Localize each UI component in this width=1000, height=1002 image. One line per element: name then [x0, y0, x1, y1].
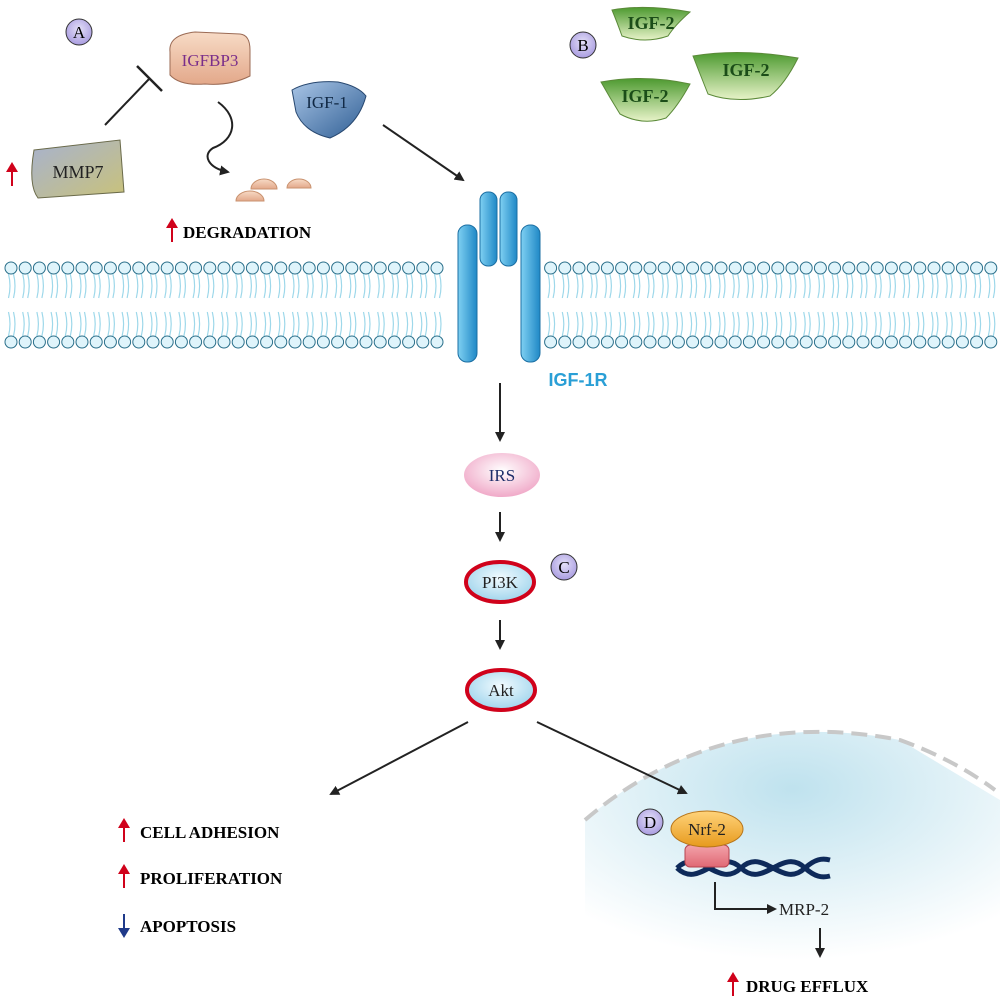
- igf2-label-2: IGF-2: [723, 60, 770, 80]
- degradation-arrow: [206, 101, 234, 176]
- up-arrow-mmp7: [6, 162, 18, 186]
- inhibition-line: [104, 77, 151, 126]
- panel-b-badge: B: [569, 31, 597, 59]
- igfbp3-protein: IGFBP3: [169, 31, 251, 85]
- svg-text:D: D: [644, 813, 656, 832]
- akt-to-cell-effects-arrow: [329, 721, 469, 795]
- igf2-ligand-1: IGF-2: [611, 6, 692, 41]
- nrf2-label: Nrf-2: [688, 820, 726, 839]
- up-arrow-degradation: [166, 218, 178, 242]
- pi3k-node: PI3K: [464, 560, 536, 604]
- igfbp3-label: IGFBP3: [182, 51, 239, 70]
- igf2-ligand-2: IGF-2: [692, 51, 799, 100]
- cell-adhesion-label: CELL ADHESION: [140, 823, 280, 842]
- svg-text:C: C: [558, 558, 569, 577]
- akt-to-nucleus-arrow: [536, 721, 688, 795]
- proliferation-label: PROLIFERATION: [140, 869, 283, 888]
- igf2-ligand-3: IGF-2: [600, 77, 691, 122]
- transcription-arrow: [714, 882, 777, 914]
- igf1-to-receptor-arrow: [382, 124, 465, 182]
- pi3k-label: PI3K: [482, 573, 519, 592]
- down-arrow-apoptosis: [118, 914, 130, 938]
- nuclear-envelope: [583, 729, 997, 822]
- igf2-label-1: IGF-2: [628, 13, 675, 33]
- svg-text:B: B: [577, 36, 588, 55]
- svg-text:A: A: [73, 23, 86, 42]
- igf1r-receptor: [457, 191, 541, 363]
- nrf2-binding-domain: [684, 844, 730, 868]
- up-arrow-cell-adhesion: [118, 818, 130, 842]
- cell-membrane: [4, 261, 998, 349]
- igf1r-label: IGF-1R: [548, 370, 607, 390]
- igf1-label: IGF-1: [306, 93, 348, 112]
- igf1-ligand: IGF-1: [291, 81, 367, 139]
- apoptosis-label: APOPTOSIS: [140, 917, 236, 936]
- drug-efflux-label: DRUG EFFLUX: [746, 977, 869, 996]
- nucleus: [585, 731, 1000, 960]
- inhibition-bar: [136, 65, 163, 92]
- irs-node: IRS: [464, 453, 540, 497]
- mmp7-protein: MMP7: [31, 139, 125, 199]
- mmp7-label: MMP7: [52, 162, 103, 182]
- panel-d-badge: D: [636, 808, 664, 836]
- irs-label: IRS: [489, 466, 515, 485]
- akt-node: Akt: [465, 668, 537, 712]
- panel-c-badge: C: [550, 553, 578, 581]
- igfbp3-fragments: [235, 178, 312, 202]
- up-arrow-drug-efflux: [727, 972, 739, 996]
- degradation-label: DEGRADATION: [183, 223, 312, 242]
- igf2-label-3: IGF-2: [622, 86, 669, 106]
- panel-a-badge: A: [65, 18, 93, 46]
- up-arrow-proliferation: [118, 864, 130, 888]
- nrf2-protein: Nrf-2: [670, 810, 744, 848]
- akt-label: Akt: [488, 681, 514, 700]
- mrp2-label: MRP-2: [779, 900, 829, 919]
